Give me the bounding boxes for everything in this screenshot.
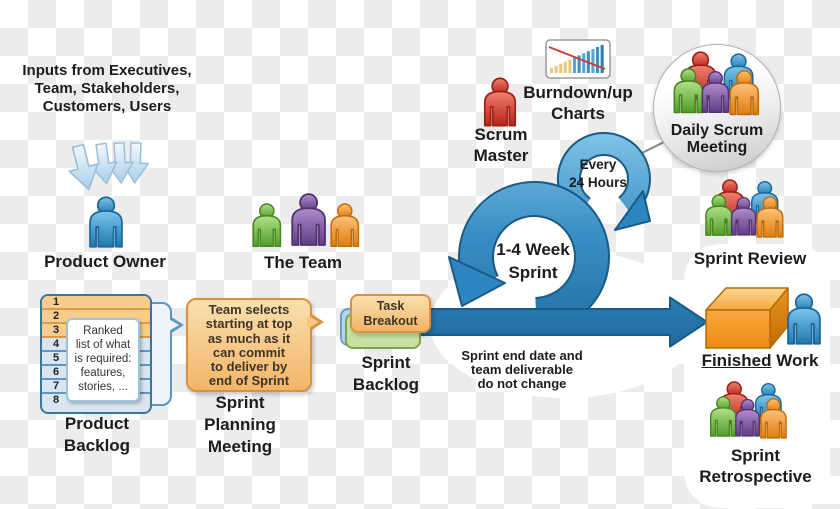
sprint-retrospective-crowd-icon (705, 381, 793, 441)
sprint-note-label: Sprint end date and team deliverable do … (461, 348, 583, 391)
daily-scrum-circle: Daily Scrum Meeting (653, 44, 781, 172)
sprint-review-crowd-icon (700, 179, 790, 240)
sprint-loop-label: 1-4 Week Sprint (496, 240, 570, 282)
scrum-master-label: Scrum Master (473, 125, 529, 165)
daily-24h-loop-arrow-icon (556, 132, 651, 231)
team-label: The Team (263, 253, 343, 272)
daily-scrum-crowd-icon (668, 51, 766, 118)
product-backlog-panel: 1 2 3 4 5 6 7 8 Ranked list of what is r… (40, 294, 190, 416)
inputs-label: Inputs from Executives, Team, Stakeholde… (22, 62, 192, 115)
task-breakout-box: Task Breakout (350, 294, 431, 333)
finished-work-label: Finished Work (701, 351, 819, 370)
daily-scrum-label: Daily Scrum Meeting (670, 122, 764, 156)
burndown-label: Burndown/up Charts (523, 83, 633, 123)
sprint-loop-arrow-icon (448, 181, 610, 333)
sprint-review-label: Sprint Review (693, 249, 807, 268)
finished-work-cube-icon (705, 287, 789, 349)
every-24-hours-label: Every 24 Hours (569, 157, 627, 190)
team-icon (246, 193, 364, 251)
task-breakout-stack: Task Breakout (336, 294, 436, 350)
product-backlog-label: Product Backlog (63, 414, 131, 455)
sprint-retrospective-label: Sprint Retrospective (699, 446, 812, 486)
product-owner-person-icon (89, 196, 123, 248)
sprint-flow-arrows (406, 132, 708, 348)
product-owner-label: Product Owner (44, 252, 166, 271)
scrum-master-person-icon (483, 77, 517, 127)
backlog-note: Ranked list of what is required: feature… (66, 318, 140, 402)
funnel-arrows-icon (63, 141, 150, 194)
sprint-planning-label: Sprint Planning Meeting (204, 393, 276, 456)
backlog-row: 1 (42, 296, 150, 310)
sprint-planning-box: Team selects starting at top as much as … (186, 298, 324, 392)
burndown-chart-icon (545, 39, 611, 79)
finished-work-person-icon (787, 293, 821, 345)
sprint-backlog-label: Sprint Backlog (352, 353, 420, 394)
